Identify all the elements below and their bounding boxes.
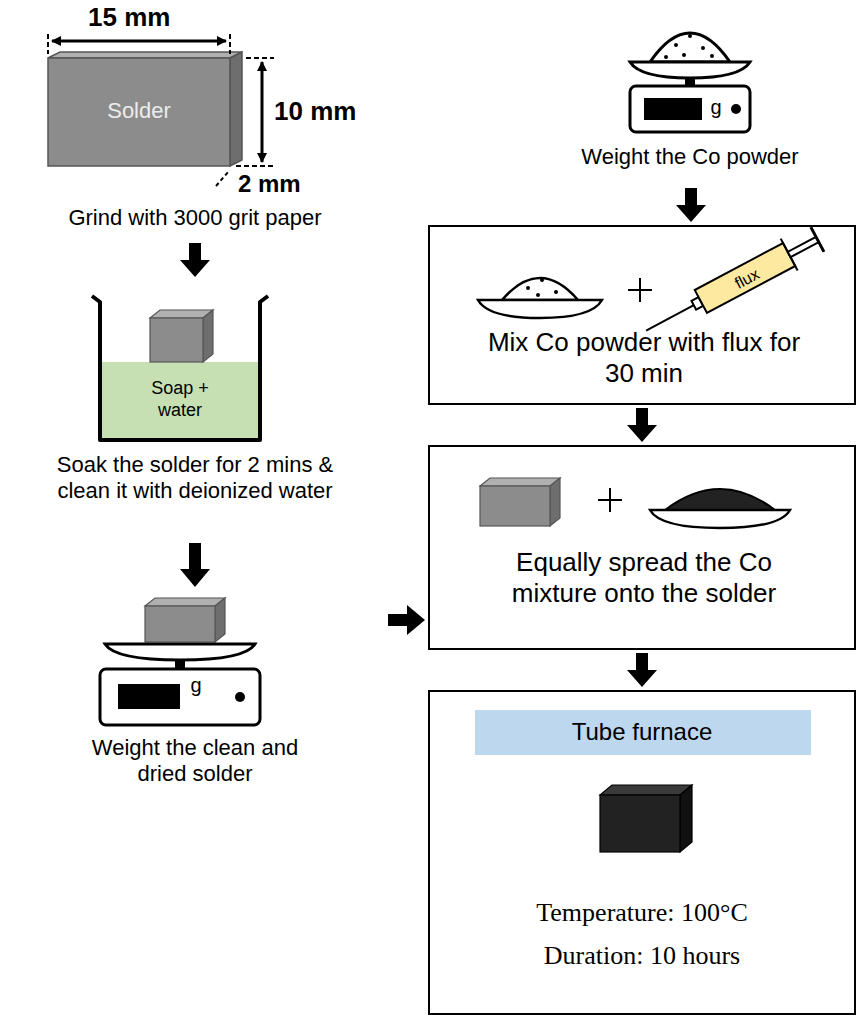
furnace-name: Tube furnace bbox=[475, 718, 809, 747]
step-caption: Mix Co powder with flux for 30 min bbox=[474, 327, 814, 389]
syringe-label: flux bbox=[716, 256, 778, 301]
flow-arrow bbox=[180, 243, 210, 277]
dimension-lines bbox=[48, 34, 274, 186]
step-caption: Weight the clean and dried solder bbox=[70, 735, 320, 788]
flow-arrow bbox=[388, 605, 425, 635]
powder-dish bbox=[478, 278, 602, 318]
part-name: Solder bbox=[48, 98, 230, 124]
process-box: Temperature: 100°C Duration: 10 hours Tube… bbox=[428, 690, 856, 1015]
plus-sign bbox=[598, 278, 652, 512]
step-caption: Grind with 3000 grit paper bbox=[5, 205, 385, 231]
unit-label: g bbox=[186, 673, 206, 697]
step-panel: Soap + waterSoak the solder for 2 mins &… bbox=[5, 280, 385, 540]
flow-arrow bbox=[180, 543, 210, 587]
coated-sample bbox=[600, 785, 692, 852]
flow-arrow bbox=[627, 653, 657, 687]
step-caption: Weight the Co powder bbox=[540, 144, 840, 170]
dimension-label: 2 mm bbox=[238, 170, 301, 198]
step-panel: gWeight the Co powder bbox=[540, 0, 842, 185]
step-caption: Soak the solder for 2 mins & clean it wi… bbox=[30, 452, 360, 505]
unit-label: g bbox=[706, 95, 726, 119]
weighing-scale bbox=[100, 598, 260, 725]
furnace-setting: Duration: 10 hours bbox=[430, 940, 854, 971]
flow-arrow bbox=[627, 408, 657, 442]
dimension-label: 15 mm bbox=[84, 3, 174, 33]
solder-block bbox=[480, 478, 560, 526]
furnace-setting: Temperature: 100°C bbox=[430, 897, 854, 928]
co-mixture-dish bbox=[650, 489, 790, 528]
step-panel: gWeight the clean and dried solder bbox=[5, 590, 385, 822]
process-box: fluxMix Co powder with flux for 30 min bbox=[428, 225, 856, 405]
solder-block bbox=[48, 52, 242, 166]
step-caption: Equally spread the Co mixture onto the s… bbox=[474, 547, 814, 609]
furnace-band: Tube furnace bbox=[475, 710, 811, 755]
liquid-label: Soap + water bbox=[135, 378, 225, 421]
flow-arrow bbox=[676, 188, 706, 222]
powder-scale bbox=[630, 33, 750, 132]
beaker bbox=[92, 296, 268, 440]
process-box: Equally spread the Co mixture onto the s… bbox=[428, 445, 856, 650]
dimension-label: 10 mm bbox=[274, 97, 356, 127]
